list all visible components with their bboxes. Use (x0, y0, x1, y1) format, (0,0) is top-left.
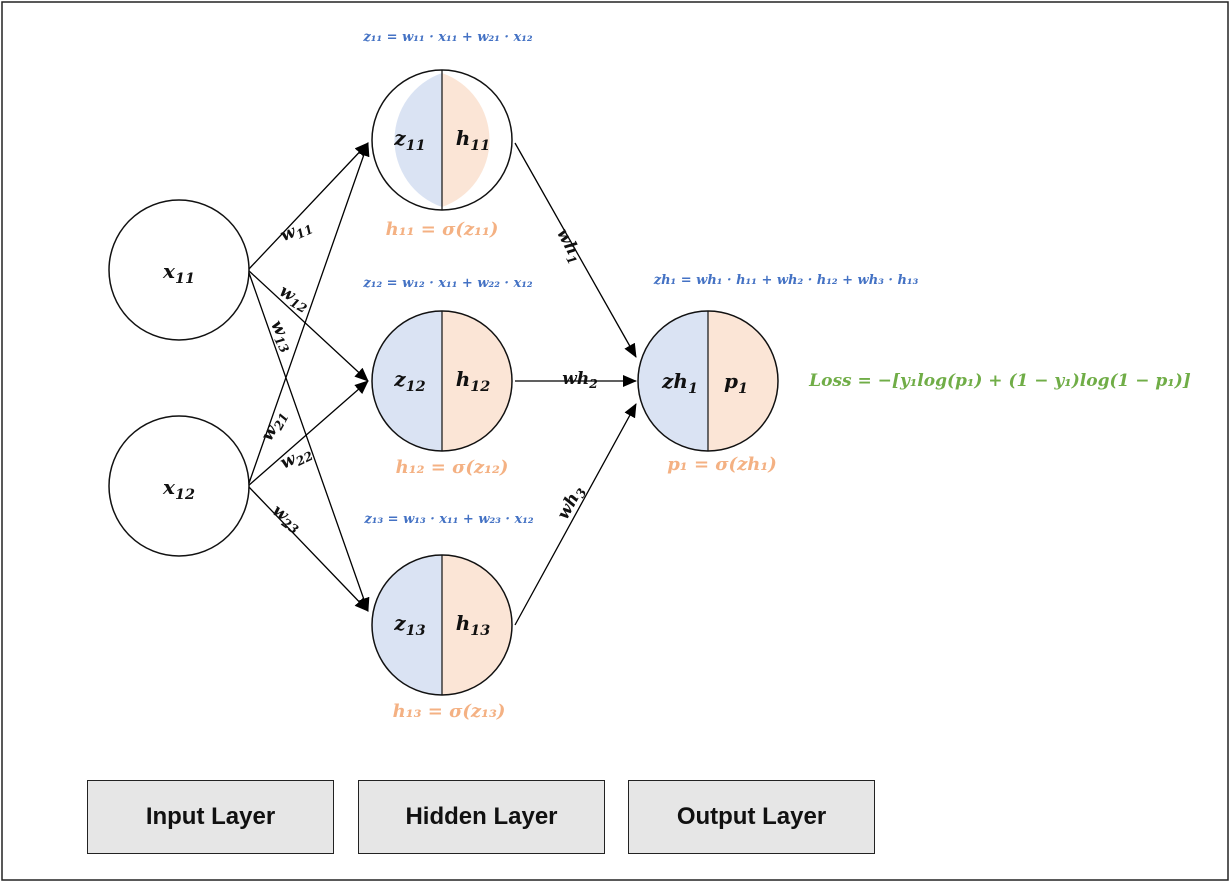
h11-half (442, 73, 490, 207)
x11-label: x11 (162, 259, 195, 287)
equation-h11: h₁₁ = σ(z₁₁) (386, 219, 499, 240)
h13-half (442, 555, 512, 695)
weight-wh3: wh3 (553, 482, 589, 524)
output-node: zh1 p1 (637, 310, 779, 452)
edge-x12-z11 (247, 142, 370, 487)
h11-label: h11 (456, 126, 491, 154)
equation-z12: z₁₂ = w₁₂ · x₁₁ + w₂₂ · x₁₂ (362, 276, 533, 291)
input-node-x12 (108, 415, 250, 557)
h12-half (442, 311, 512, 451)
weight-w13: w13 (264, 317, 299, 356)
edge-h11-out (514, 142, 637, 358)
zh1-half (638, 311, 708, 451)
equation-h12: h₁₂ = σ(z₁₂) (396, 457, 509, 478)
equation-p1: p₁ = σ(zh₁) (667, 454, 777, 475)
input-layer-label: Input Layer (87, 780, 334, 854)
weight-w11: w11 (277, 215, 315, 248)
z12-half (372, 311, 442, 451)
hidden-layer-label: Hidden Layer (358, 780, 605, 854)
weight-w12: w12 (275, 281, 313, 316)
edge-x12-z13 (247, 485, 369, 612)
edge-x11-z13 (247, 269, 370, 612)
equation-z13: z₁₃ = w₁₃ · x₁₁ + w₂₃ · x₁₂ (363, 512, 534, 527)
input-node-x11 (108, 199, 250, 341)
weight-w23: w23 (267, 501, 306, 538)
edge-h13-out (514, 403, 637, 626)
edge-x11-z12 (247, 269, 369, 382)
p1-label: p1 (724, 369, 748, 397)
z11-label: z11 (393, 126, 425, 154)
edge-x12-z12 (247, 380, 369, 487)
edge-x11-z11 (247, 142, 369, 271)
equation-h13: h₁₃ = σ(z₁₃) (393, 701, 506, 722)
output-layer-label: Output Layer (628, 780, 875, 854)
x12-label: x12 (162, 475, 195, 503)
h13-label: h13 (456, 611, 491, 639)
equation-zh1: zh₁ = wh₁ · h₁₁ + wh₂ · h₁₂ + wh₃ · h₁₃ (653, 273, 919, 288)
h12-label: h12 (456, 367, 491, 395)
z12-label: z12 (393, 367, 425, 395)
z13-label: z13 (393, 611, 425, 639)
equation-z11: z₁₁ = w₁₁ · x₁₁ + w₂₁ · x₁₂ (362, 30, 533, 45)
z13-half (372, 555, 442, 695)
hidden-node-2: z12 h12 (371, 310, 513, 452)
p1-half (708, 311, 778, 451)
weight-w21: w21 (257, 407, 291, 445)
weight-wh2: wh2 (562, 369, 598, 391)
hidden-node-1: z11 h11 (371, 69, 513, 211)
zh1-label: zh1 (661, 369, 698, 397)
equation-loss: Loss = −[y₁log(p₁) + (1 − y₁)log(1 − p₁)… (808, 371, 1191, 391)
z11-half (394, 73, 442, 207)
hidden-node-3: z13 h13 (371, 554, 513, 696)
